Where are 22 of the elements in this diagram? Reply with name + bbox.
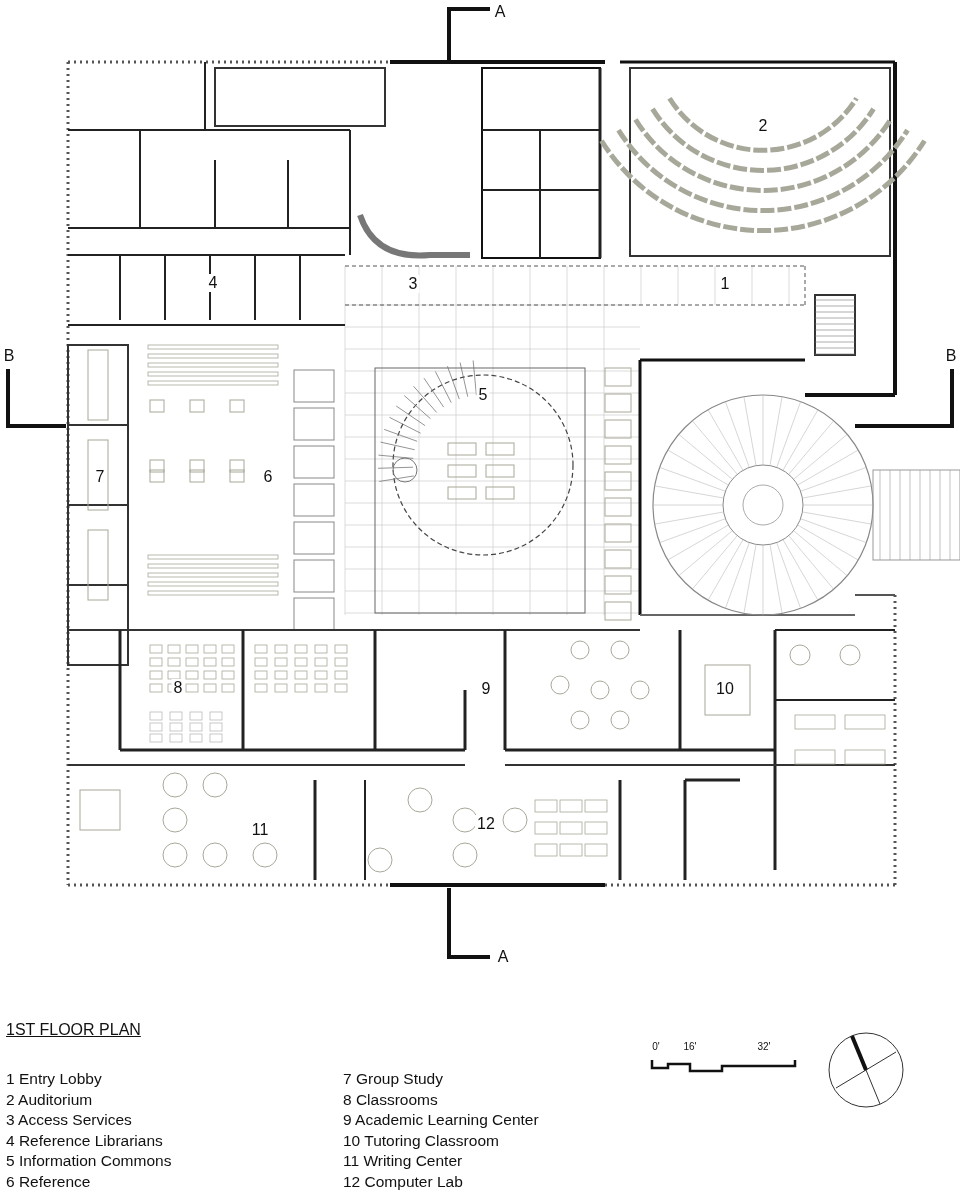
legend-entry: 2 Auditorium: [6, 1091, 93, 1108]
scale-label: 0': [652, 1042, 660, 1052]
legend-entry: 12 Computer Lab: [343, 1174, 463, 1190]
legend-entry: 11 Writing Center: [343, 1153, 463, 1169]
legend-entry: 10 Tutoring Classroom: [343, 1132, 499, 1149]
legend-entry: 1 Entry Lobby: [6, 1071, 102, 1087]
plan-title: 1ST FLOOR PLAN: [6, 1022, 141, 1038]
legend-entry: 9 Academic Learning Center: [343, 1112, 539, 1128]
section-label: A: [494, 4, 506, 20]
scale-label: 16': [683, 1042, 697, 1052]
legend-entry: 7 Group Study: [343, 1071, 443, 1087]
room-number: 3: [406, 275, 420, 293]
legend-entry: 4 Reference Librarians: [6, 1132, 163, 1149]
legend-entry: 5 Information Commons: [6, 1153, 172, 1169]
section-label: B: [945, 348, 957, 364]
section-label: B: [3, 348, 15, 364]
room-number: 4: [206, 274, 220, 292]
legend-entry: 8 Classrooms: [343, 1091, 438, 1108]
scale-label: 32': [757, 1042, 771, 1052]
legend-entry: 3 Access Services: [6, 1112, 132, 1128]
section-label: A: [497, 949, 509, 965]
legend-entry: 6 Reference: [6, 1174, 91, 1190]
